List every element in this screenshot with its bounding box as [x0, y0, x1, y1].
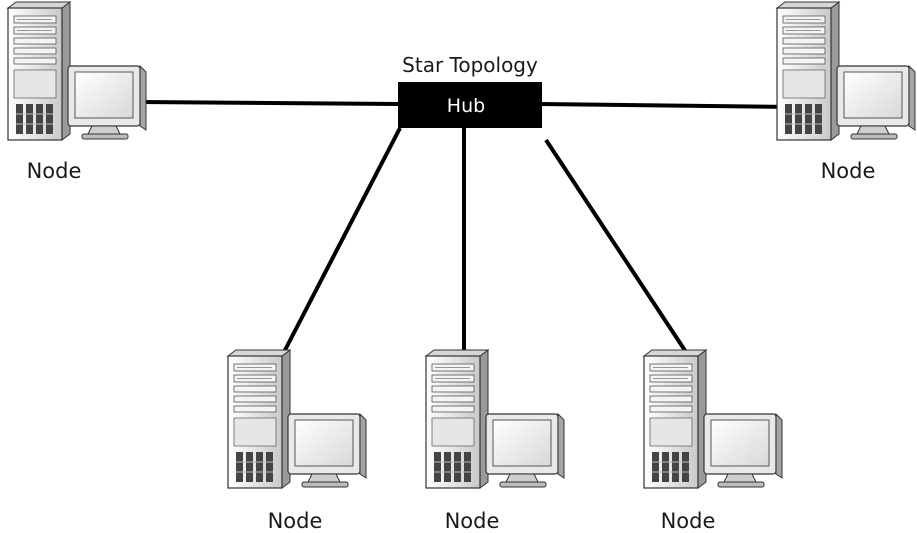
link-hub-to-node-bottom-left	[282, 127, 402, 353]
node-label: Node	[661, 509, 716, 533]
node-top-right: Node	[776, 1, 916, 183]
desktop-computer-icon	[643, 349, 783, 489]
node-top-left: Node	[7, 1, 147, 183]
node-label: Node	[268, 509, 323, 533]
hub-label: Hub	[447, 95, 485, 117]
node-bottom-left: Node	[227, 349, 367, 533]
link-hub-to-node-bottom-right	[544, 138, 688, 354]
node-bottom-center: Node	[425, 349, 565, 533]
link-hub-to-node-top-left	[139, 100, 401, 106]
node-label: Node	[27, 159, 82, 183]
desktop-computer-icon	[425, 349, 565, 489]
desktop-computer-icon	[7, 1, 147, 141]
node-label: Node	[445, 509, 500, 533]
hub: Hub	[398, 82, 542, 128]
desktop-computer-icon	[227, 349, 367, 489]
node-bottom-right: Node	[643, 349, 783, 533]
hub-box	[398, 82, 542, 128]
link-hub-to-node-top-right	[539, 102, 796, 109]
diagram-title: Star Topology	[402, 53, 538, 77]
node-label: Node	[821, 159, 876, 183]
desktop-computer-icon	[776, 1, 916, 141]
